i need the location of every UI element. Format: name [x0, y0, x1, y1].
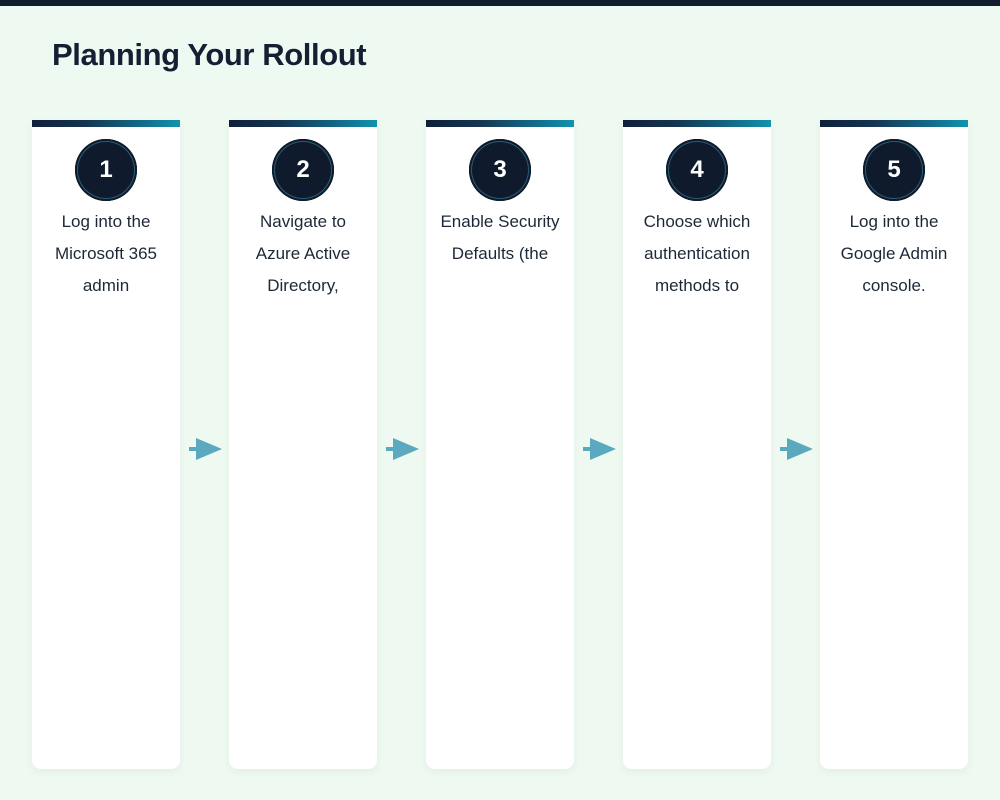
- arrow-2-to-3: [386, 436, 420, 462]
- step-card-3[interactable]: 3 Enable Security Defaults (the: [426, 120, 574, 769]
- step-card-5[interactable]: 5 Log into the Google Admin console.: [820, 120, 968, 769]
- process-flow-diagram: 1 Log into the Microsoft 365 admin 2 Nav…: [32, 120, 968, 770]
- step-number-1: 1: [99, 156, 113, 183]
- page-title: Planning Your Rollout: [52, 37, 367, 72]
- step-card-4[interactable]: 4 Choose which authentication methods to: [623, 120, 771, 769]
- step-number-2: 2: [296, 156, 310, 183]
- step-text-5: Log into the Google Admin console.: [840, 212, 948, 295]
- card-accent-bar-4: [623, 120, 771, 127]
- card-accent-bar-3: [426, 120, 574, 127]
- card-accent-bar-5: [820, 120, 968, 127]
- step-card-2[interactable]: 2 Navigate to Azure Active Directory,: [229, 120, 377, 769]
- step-number-4: 4: [690, 156, 704, 183]
- step-badge-4: 4: [666, 139, 728, 201]
- top-accent-bar: [0, 0, 1000, 6]
- step-badge-2: 2: [272, 139, 334, 201]
- step-badge-5: 5: [863, 139, 925, 201]
- arrow-right-icon: [583, 438, 616, 460]
- step-number-3: 3: [493, 156, 507, 183]
- step-text-4: Choose which authentication methods to: [643, 212, 751, 295]
- step-text-1: Log into the Microsoft 365 admin: [54, 212, 158, 295]
- step-card-1[interactable]: 1 Log into the Microsoft 365 admin: [32, 120, 180, 769]
- arrow-3-to-4: [583, 436, 617, 462]
- arrow-right-icon: [780, 438, 813, 460]
- step-text-3: Enable Security Defaults (the: [440, 212, 560, 263]
- arrow-right-icon: [189, 438, 222, 460]
- step-number-5: 5: [887, 156, 901, 183]
- card-accent-bar-2: [229, 120, 377, 127]
- arrow-right-icon: [386, 438, 419, 460]
- arrow-1-to-2: [189, 436, 223, 462]
- step-text-2: Navigate to Azure Active Directory,: [255, 212, 351, 295]
- card-accent-bar-1: [32, 120, 180, 127]
- step-badge-3: 3: [469, 139, 531, 201]
- arrow-4-to-5: [780, 436, 814, 462]
- step-badge-1: 1: [75, 139, 137, 201]
